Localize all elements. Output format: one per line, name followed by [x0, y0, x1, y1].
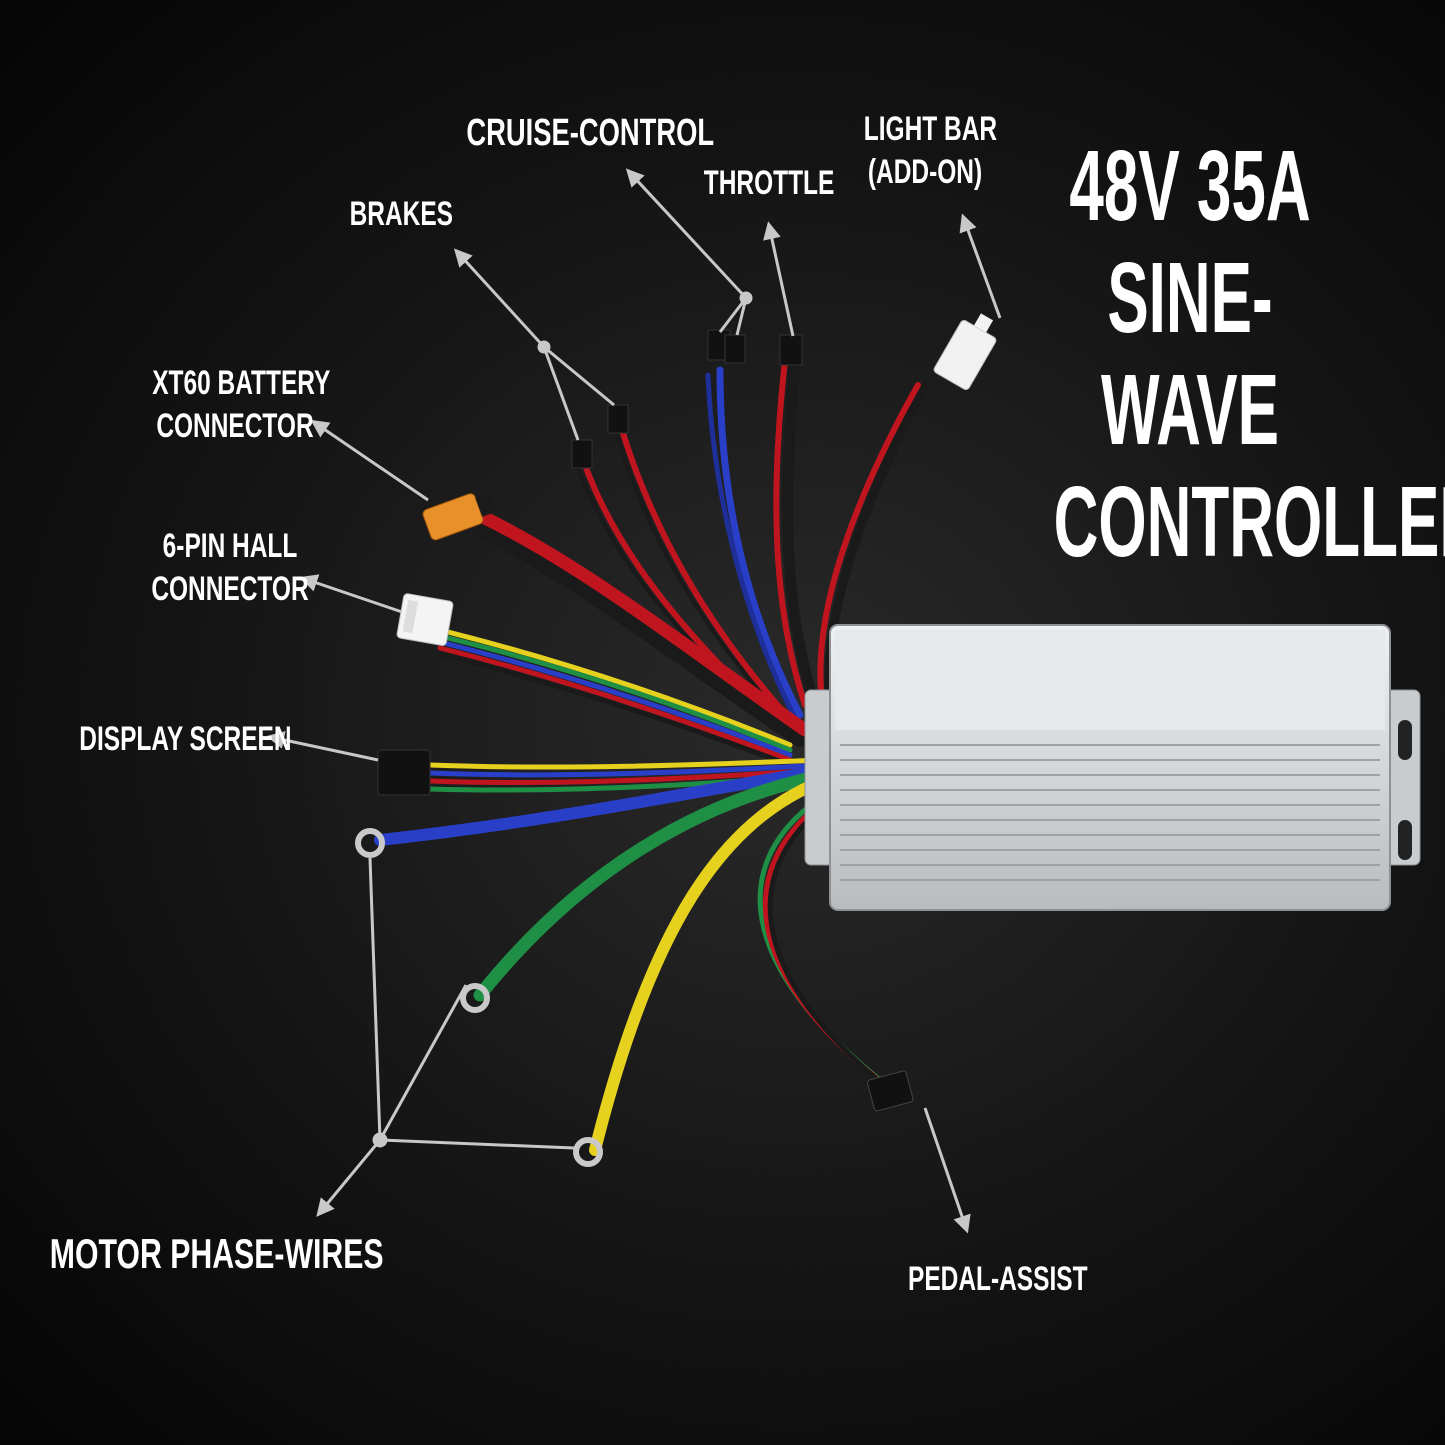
- wire-phase-blue: [374, 764, 831, 846]
- label-xt60: XT60 BATTERY CONNECTOR: [152, 364, 331, 445]
- wire-hall-3: [437, 639, 793, 758]
- cruise-arrow: [625, 168, 748, 300]
- wire-xt60-red: [478, 511, 812, 737]
- light-bar-arrow: [959, 213, 1002, 319]
- xt60-connector: [422, 493, 496, 541]
- connectors: [355, 313, 997, 1167]
- wire-hall-5: [437, 651, 793, 768]
- display-arrow: [266, 731, 379, 762]
- xt60-arrow: [310, 419, 429, 502]
- wire-display-2: [427, 762, 823, 778]
- label-cruise-control: CRUISE-CONTROL: [466, 112, 715, 154]
- ring-terminal-blue: [355, 828, 385, 858]
- throttle-connector: [779, 334, 803, 366]
- throttle-arrow: [763, 221, 795, 337]
- wire-light-bar-red: [817, 382, 921, 703]
- wire-throttle-red: [773, 357, 808, 708]
- wire-display-1: [427, 757, 823, 770]
- wire-phase-yellow: [589, 774, 831, 1156]
- label-light-bar: LIGHT BAR (ADD-ON): [863, 110, 998, 191]
- pedal-connector: [866, 1070, 914, 1112]
- brake-connector-1: [607, 404, 629, 434]
- brake-connector-2: [571, 439, 593, 469]
- wire-throttle-black: [782, 354, 821, 711]
- ring-terminal-green: [460, 983, 490, 1013]
- hall-arrow: [299, 574, 403, 614]
- wire-brake-1: [619, 427, 798, 728]
- motor-arrow: [316, 1139, 382, 1217]
- wire-pedal-black: [767, 802, 893, 1093]
- wire-hall-1: [437, 627, 793, 748]
- label-brakes: BRAKES: [349, 195, 453, 233]
- brakes-arrow: [453, 248, 546, 349]
- housing-top-face: [835, 630, 1385, 730]
- mount-slot-bottom: [1398, 820, 1412, 860]
- wire-hall-2: [437, 633, 793, 753]
- ring-terminal-yellow: [573, 1137, 603, 1167]
- display-connector: [377, 749, 431, 796]
- controller-box: [804, 624, 1421, 911]
- product-title: 48V 35A SINE-WAVE CONTROLLER: [1053, 130, 1445, 578]
- wire-cruise-blue: [716, 366, 804, 719]
- label-pedal: PEDAL-ASSIST: [908, 1260, 1088, 1298]
- callouts: [266, 168, 1002, 1234]
- cruise-connector-2: [724, 334, 746, 364]
- wire-hall-4: [437, 645, 793, 763]
- label-display: DISPLAY SCREEN: [79, 720, 292, 758]
- wire-phase-green: [473, 768, 832, 1002]
- pedal-arrow: [923, 1107, 971, 1234]
- heatsink-fins: [840, 744, 1380, 881]
- wire-bundle: [374, 354, 930, 1156]
- light-bar-connector: [933, 313, 997, 391]
- hall-connector: [396, 593, 454, 646]
- label-motor: MOTOR PHASE-WIRES: [49, 1230, 384, 1277]
- wire-xt60-black: [473, 523, 807, 747]
- label-throttle: THROTTLE: [703, 164, 835, 202]
- mount-slot-top: [1398, 720, 1412, 760]
- wire-cruise-blue2: [705, 372, 798, 721]
- label-hall: 6-PIN HALL CONNECTOR: [151, 527, 309, 608]
